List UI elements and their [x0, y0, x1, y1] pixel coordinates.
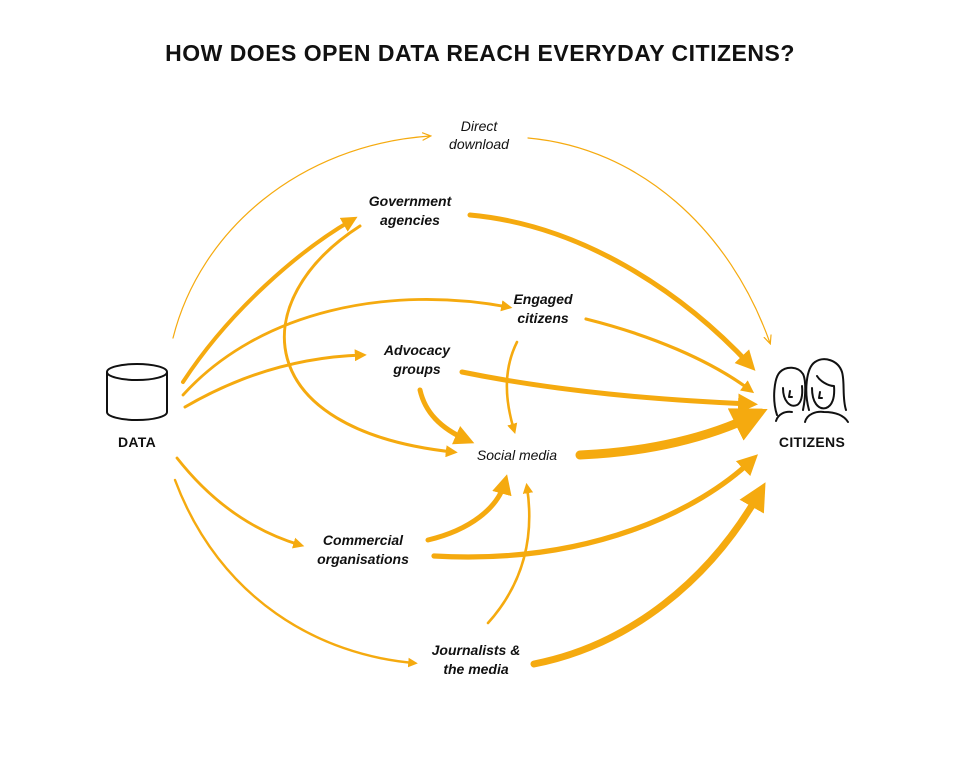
flow-advocacy-groups-to-social-media [417, 387, 475, 445]
diagram-title: HOW DOES OPEN DATA REACH EVERYDAY CITIZE… [165, 40, 795, 66]
node-journalists-media: Journalists & the media [432, 642, 521, 677]
database-icon [106, 363, 168, 421]
citizens-label: CITIZENS [779, 434, 845, 450]
flow-data-to-government-agencies [181, 216, 358, 384]
flow-commercial-organisations-to-citizens [431, 454, 759, 560]
flow-direct-download-to-citizens [527, 137, 770, 343]
flow-data-to-direct-download [172, 136, 430, 339]
flow-social-media-to-citizens [575, 408, 768, 460]
government-agencies-label-line2: agencies [380, 212, 440, 228]
advocacy-groups-label-line2: groups [392, 361, 441, 377]
flow-engaged-citizens-to-social-media [505, 340, 519, 434]
direct-download-label-line1: Direct [461, 118, 499, 134]
node-social-media: Social media [477, 447, 557, 463]
flow-advocacy-groups-to-citizens [459, 369, 758, 414]
flow-government-agencies-to-social-media [282, 224, 458, 458]
government-agencies-label-line1: Government [369, 193, 453, 209]
node-commercial-organisations: Commercial organisations [317, 532, 409, 567]
engaged-citizens-label-line1: Engaged [513, 291, 573, 307]
data-label: DATA [118, 434, 156, 450]
social-media-label: Social media [477, 447, 557, 463]
commercial-organisations-label-line2: organisations [317, 551, 409, 567]
flow-data-to-commercial-organisations [175, 456, 305, 549]
people-icon [773, 358, 849, 423]
engaged-citizens-label-line2: citizens [517, 310, 569, 326]
direct-download-label-line2: download [449, 136, 510, 152]
advocacy-groups-label-line1: Advocacy [383, 342, 451, 358]
flow-engaged-citizens-to-citizens [584, 317, 755, 394]
node-advocacy-groups: Advocacy groups [383, 342, 451, 377]
node-engaged-citizens: Engaged citizens [513, 291, 573, 326]
node-direct-download: Direct download [449, 118, 510, 152]
commercial-organisations-label-line1: Commercial [323, 532, 404, 548]
flow-data-to-engaged-citizens [181, 298, 513, 397]
flow-data-to-advocacy-groups [183, 349, 367, 409]
journalists-media-label-line2: the media [443, 661, 509, 677]
flow-journalists-media-to-citizens [530, 482, 766, 668]
flow-commercial-organisations-to-social-media [425, 474, 512, 543]
flow-government-agencies-to-citizens [467, 212, 756, 371]
node-government-agencies: Government agencies [369, 193, 453, 228]
journalists-media-label-line1: Journalists & [432, 642, 521, 658]
flow-journalists-media-to-social-media [486, 482, 534, 625]
flow-data-to-journalists-media [173, 478, 418, 668]
